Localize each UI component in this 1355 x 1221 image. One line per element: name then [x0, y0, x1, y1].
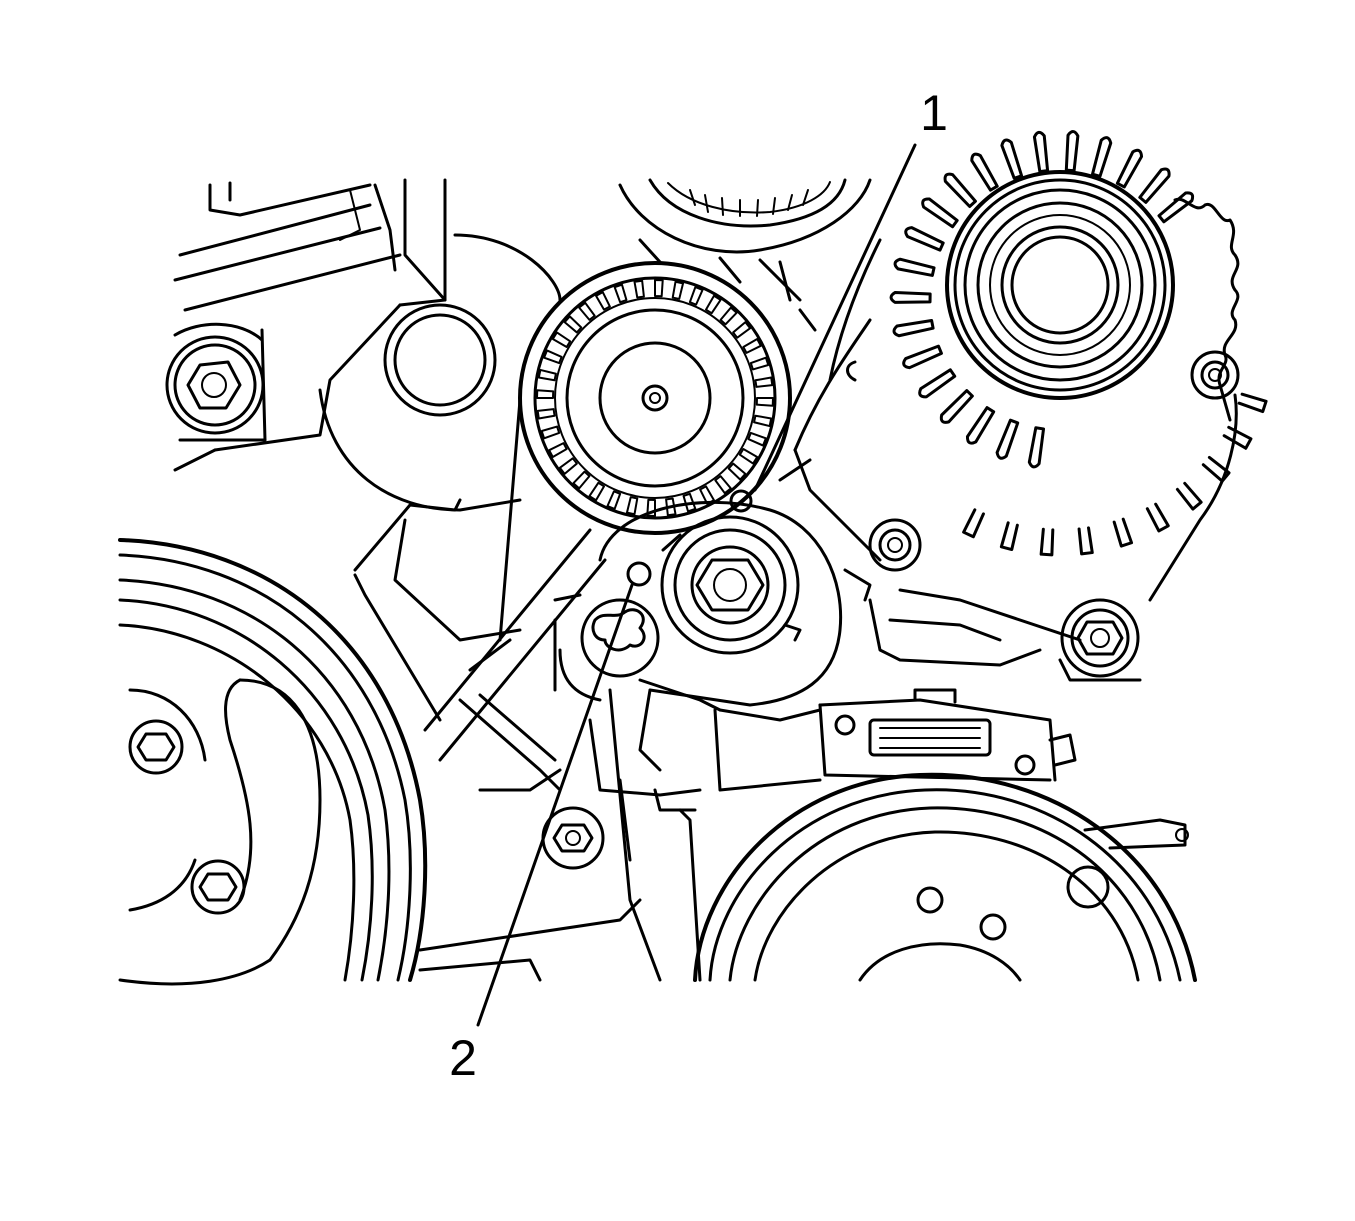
leader-line-2 — [476, 583, 634, 1027]
drive-belt — [498, 258, 817, 642]
crankshaft-balancer — [118, 538, 428, 986]
generator — [778, 130, 1268, 682]
ac-compressor-pulley — [693, 772, 1197, 982]
callout-leaders — [476, 143, 917, 1027]
leader-line-1 — [753, 143, 917, 492]
engine-bracket — [165, 178, 562, 512]
tensioner-body — [553, 489, 872, 707]
connector-bracket — [638, 678, 1077, 792]
callout-2: 2 — [449, 1030, 477, 1086]
drive-belt-tensioner-pulley — [518, 261, 792, 535]
lower-bracket — [418, 688, 702, 982]
mounting-arm — [353, 498, 607, 792]
callout-1: 1 — [920, 85, 948, 141]
upper-idler-pulley — [618, 178, 872, 302]
